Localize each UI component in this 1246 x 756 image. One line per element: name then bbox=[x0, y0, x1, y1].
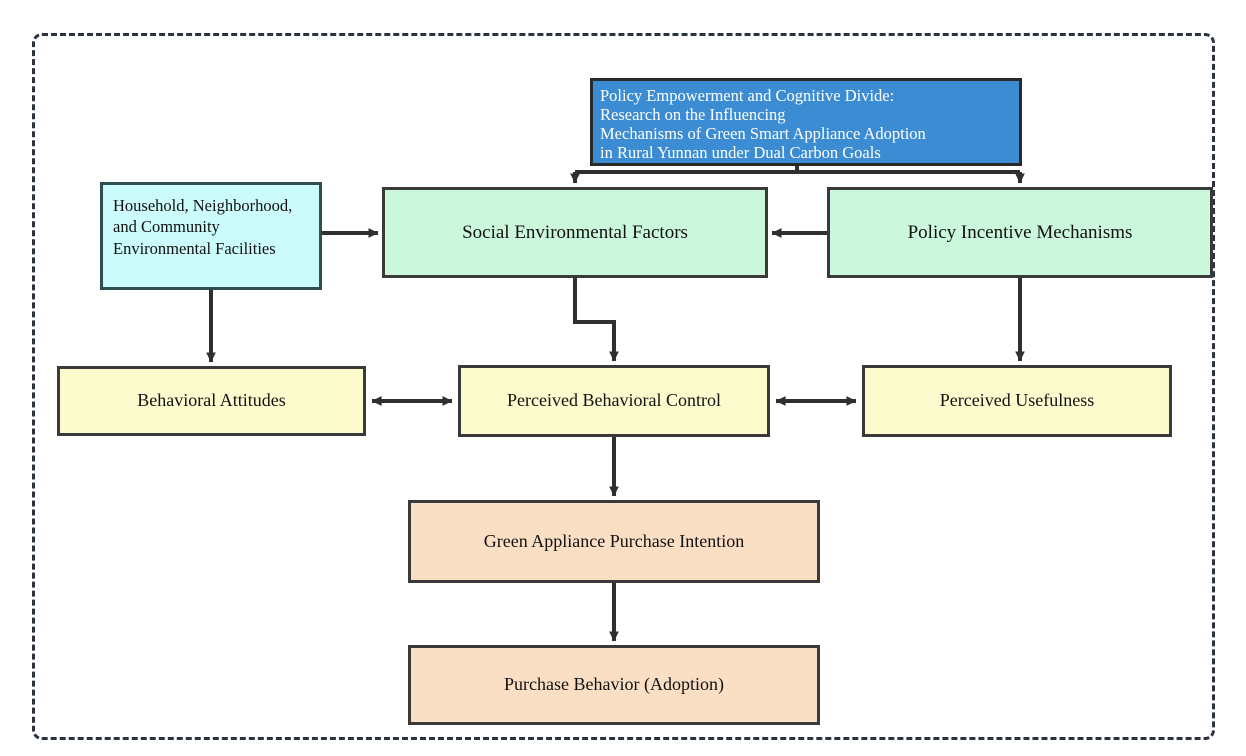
node-green-appliance-purchase-intention: Green Appliance Purchase Intention bbox=[408, 500, 820, 583]
node-behavioral-attitudes: Behavioral Attitudes bbox=[57, 366, 366, 436]
node-policy-incentive-mechanisms: Policy Incentive Mechanisms bbox=[827, 187, 1213, 278]
node-perceived-behavioral-control: Perceived Behavioral Control bbox=[458, 365, 770, 437]
node-social-environmental-factors: Social Environmental Factors bbox=[382, 187, 768, 278]
node-research-title: Policy Empowerment and Cognitive Divide:… bbox=[590, 78, 1022, 166]
node-purchase-behavior-adoption: Purchase Behavior (Adoption) bbox=[408, 645, 820, 725]
node-household-neighborhood-community-facilities: Household, Neighborhood, and Community E… bbox=[100, 182, 322, 290]
edge-social-environmental-factors-to-perceived-behavioral-control bbox=[573, 278, 619, 362]
node-perceived-usefulness: Perceived Usefulness bbox=[862, 365, 1172, 437]
